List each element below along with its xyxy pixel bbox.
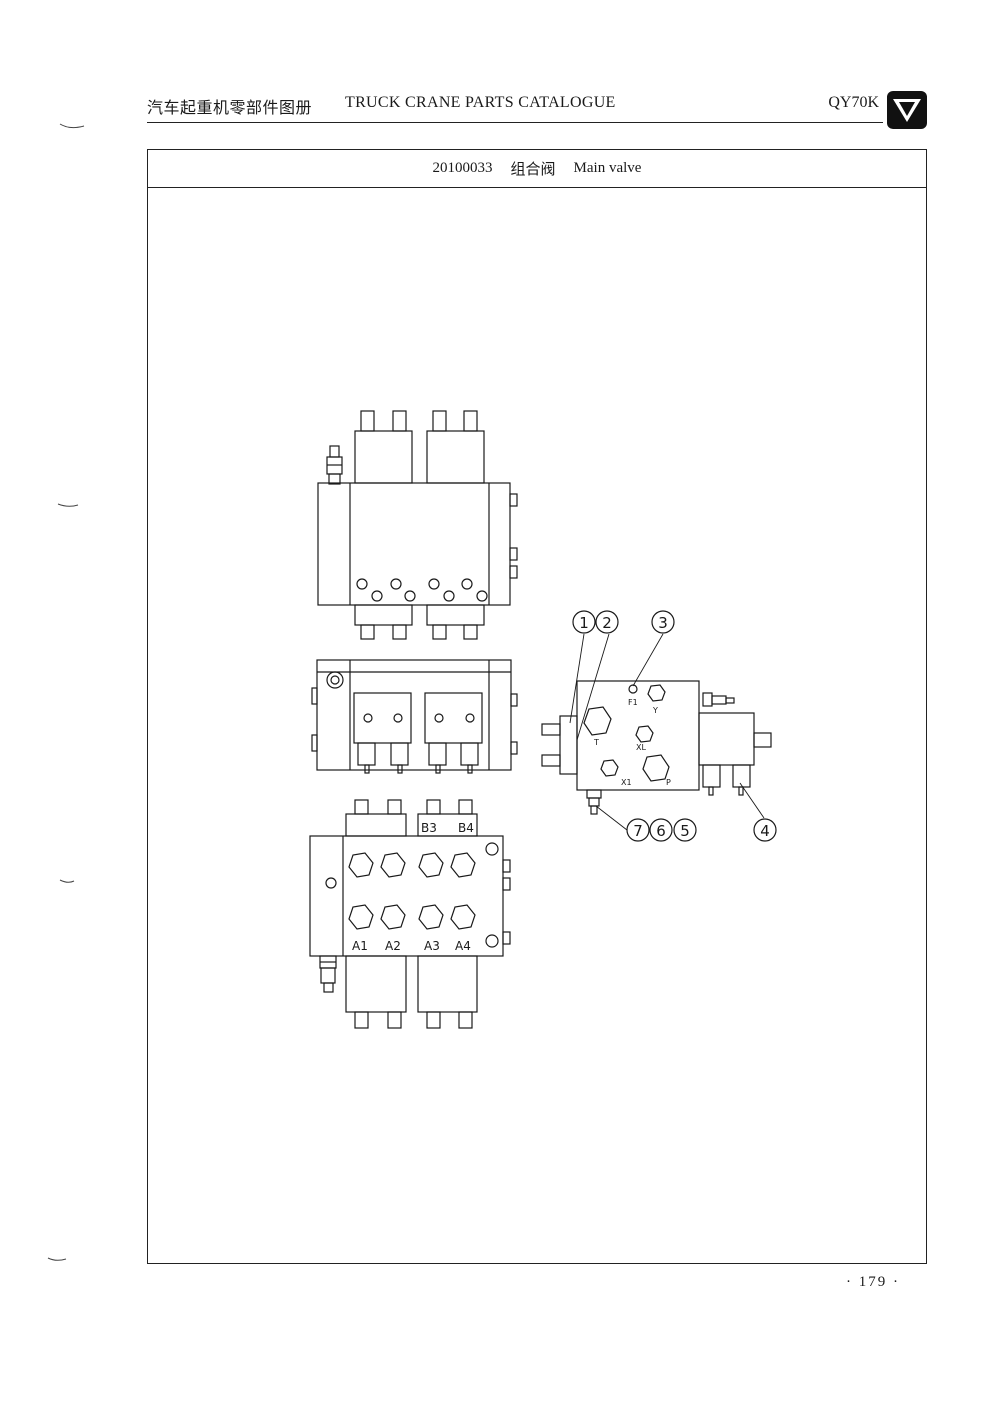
callout-4: 4 [760, 822, 770, 840]
part-title-row: 20100033 组合阀 Main valve [148, 150, 926, 188]
callout-7: 7 [633, 822, 643, 840]
callout-5: 5 [680, 822, 690, 840]
callout-6: 6 [656, 822, 666, 840]
margin-marks [47, 123, 85, 1261]
side-view [541, 680, 772, 815]
leader-lines [569, 633, 765, 831]
port-label-t: T [593, 738, 599, 747]
port-label-b3: B3 [421, 821, 437, 835]
callout-3: 3 [658, 614, 668, 632]
port-label-a3: A3 [424, 939, 440, 953]
port-label-y: Y [652, 706, 658, 715]
middle-view [311, 659, 518, 774]
callout-circles [572, 610, 777, 842]
part-number: 20100033 [432, 160, 493, 176]
page-number: · 179 · [846, 1274, 900, 1290]
model-code: QY70K [828, 94, 879, 111]
port-label-p: P [666, 778, 671, 787]
xcmg-logo-icon [887, 91, 927, 129]
port-label-a1: A1 [352, 939, 368, 953]
port-label-b4: B4 [458, 821, 474, 835]
port-label-f1: F1 [628, 698, 638, 707]
top-view [317, 410, 518, 640]
callout-2: 2 [602, 614, 612, 632]
drawing-frame: 20100033 组合阀 Main valve [147, 149, 927, 1264]
running-header: 汽车起重机零部件图册 TRUCK CRANE PARTS CATALOGUE Q… [147, 92, 883, 123]
port-label-a2: A2 [385, 939, 401, 953]
part-name-cn: 组合阀 [510, 160, 556, 178]
catalogue-title-en: TRUCK CRANE PARTS CATALOGUE [345, 94, 616, 111]
port-label-xl: XL [636, 743, 646, 752]
catalogue-title-cn: 汽车起重机零部件图册 [147, 98, 313, 117]
port-label-a4: A4 [455, 939, 471, 953]
port-label-x1: X1 [621, 778, 632, 787]
front-view [309, 799, 511, 1029]
part-name-en: Main valve [573, 160, 642, 176]
callout-1: 1 [579, 614, 589, 632]
